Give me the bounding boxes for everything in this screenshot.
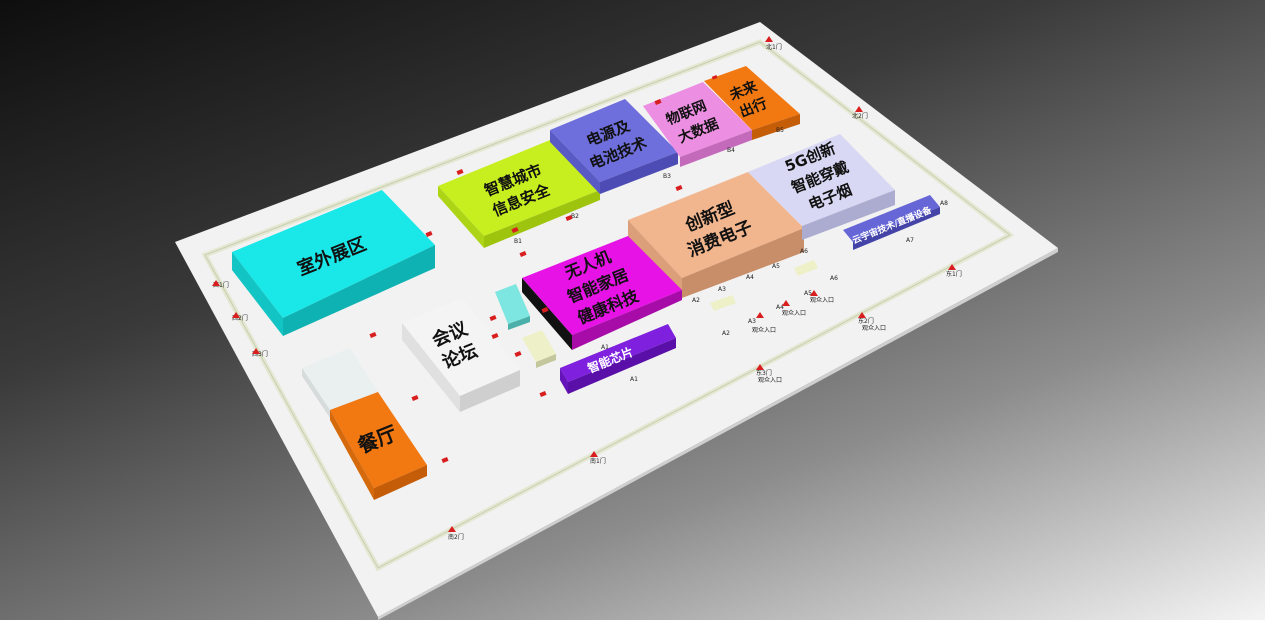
hall-code-a4: A4 [746,274,754,281]
hall-code-a1: A1 [630,376,638,383]
gate-north2: 北2门 [852,112,868,120]
hall-code-a5-low: A5 [804,290,812,297]
hall-code-a7: A7 [906,237,914,244]
info-plaques [710,260,818,311]
zone-outdoor[interactable]: 室外展区 [232,190,435,336]
zone-power[interactable]: 电源及 电池技术 [550,99,678,194]
service-box-1 [495,284,530,330]
gate-east3: 东3门 [756,369,772,377]
zone-mobility[interactable]: 未来 出行 [704,66,800,140]
gate-entry-1: 观众入口 [752,327,776,334]
hall-code-b2: B2 [571,213,579,220]
hall-code-a8: A8 [940,200,948,207]
hall-code-a6-low: A6 [830,275,838,282]
gate-entry-2: 观众入口 [782,310,806,317]
zone-chips[interactable]: 智能芯片 [560,324,676,394]
gate-entry-5: 观众入口 [758,377,782,384]
zone-smart-city[interactable]: 智慧城市 信息安全 [438,140,600,248]
circulation-path-inner [204,41,1011,569]
zone-restaurant[interactable]: 餐厅 [302,348,427,500]
hall-code-b1: B1 [514,238,522,245]
gate-west1: 西1门 [213,281,229,289]
service-box-2 [522,330,556,368]
zone-5g[interactable]: 5G创新 智能穿戴 电子烟 [748,134,895,240]
hall-code-a3: A3 [718,286,726,293]
hall-code-a1-top: A1 [601,344,609,351]
gate-entry-3: 观众入口 [810,297,834,304]
floor-edge [378,248,1058,620]
hall-code-a4-low: A4 [776,304,784,311]
gate-east2: 东2门 [858,317,874,325]
direction-arrows [212,36,956,532]
gate-north1: 北1门 [766,43,782,51]
zone-drone[interactable]: 无人机 智能家居 健康科技 [522,236,682,350]
gate-south1: 南1门 [590,457,606,465]
hall-code-b5: B5 [776,127,784,134]
zone-forum[interactable]: 会议 论坛 [402,298,520,412]
hall-code-a5: A5 [772,263,780,270]
hall-code-b4: B4 [727,147,735,154]
hall-code-a3-low: A3 [748,318,756,325]
hall-code-a2-low: A2 [722,330,730,337]
gate-south2: 南2门 [448,533,464,541]
gate-east1: 东1门 [946,270,962,278]
gate-entry-4: 观众入口 [862,325,886,332]
hall-code-b3: B3 [663,173,671,180]
hall-code-a2: A2 [692,297,700,304]
zone-iot[interactable]: 物联网 大数据 [643,82,752,167]
hall-code-a6: A6 [800,248,808,255]
